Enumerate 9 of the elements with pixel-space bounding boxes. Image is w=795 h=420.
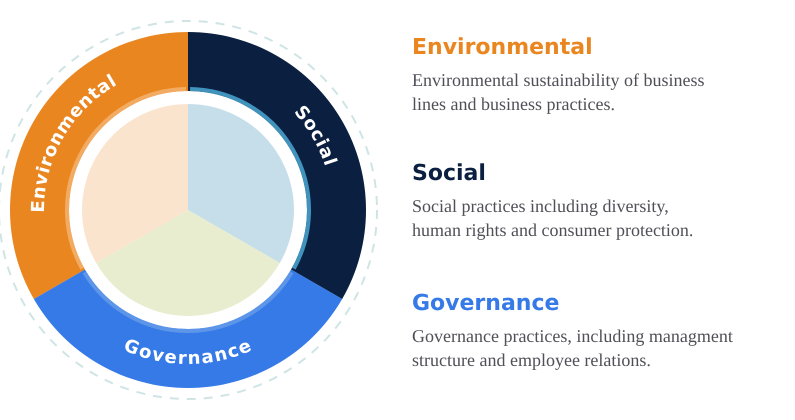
social-ring-segment (188, 32, 367, 300)
segment-label: Governance (120, 334, 256, 370)
section-description: Governance practices, including managment structure and employee relations. (412, 325, 734, 372)
section-heading: Governance (412, 290, 560, 318)
section-description: Environmental sustainability of business lines and business practices. (412, 69, 706, 116)
governance-ring-segment (33, 269, 343, 389)
section-description: Social practices including diversity, human rights and consumer protection. (412, 195, 694, 242)
section-heading: Environmental (412, 34, 593, 62)
section-heading: Social (412, 160, 486, 188)
